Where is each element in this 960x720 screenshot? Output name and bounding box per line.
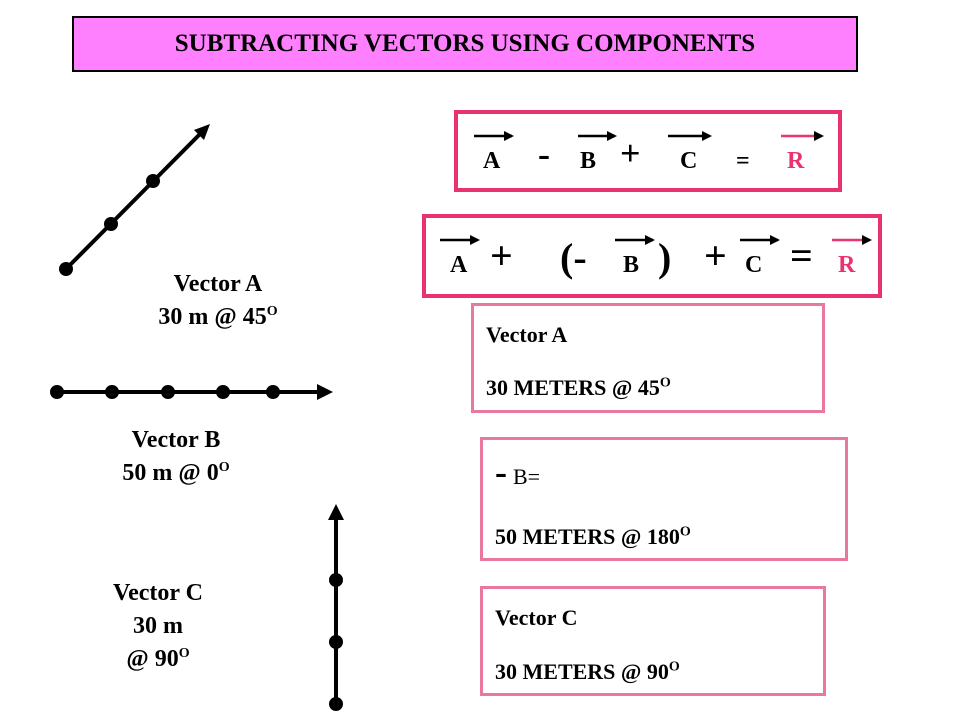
vector-c-dot <box>329 635 343 649</box>
info-b-title: -B= <box>495 452 541 492</box>
eq2-symbol-r: R <box>838 252 856 278</box>
vector-a-arrow <box>59 124 210 276</box>
vector-c-label: Vector C 30 m @ 90O <box>72 577 244 676</box>
vector-c-dot <box>329 697 343 711</box>
vector-c-angle: @ 90O <box>126 646 190 672</box>
vector-b-dot <box>50 385 64 399</box>
vector-c-magnitude: 30 m <box>133 613 183 639</box>
eq1-symbol-r: R <box>787 148 805 174</box>
vector-b-label: Vector B 50 m @ 0O <box>76 424 276 490</box>
vector-c-dot <box>329 573 343 587</box>
degree-mark: O <box>659 375 671 391</box>
eq2-symbol-c: C <box>745 252 763 278</box>
vector-c-arrowhead <box>328 504 344 520</box>
vector-b-dot <box>105 385 119 399</box>
vector-a-name: Vector A <box>173 271 263 297</box>
vector-c-arrow <box>328 504 344 711</box>
degree-mark: O <box>668 659 680 675</box>
vector-a-dot <box>59 262 73 276</box>
info-box-vector-c: Vector C 30 METERS @ 90O <box>480 586 826 696</box>
info-b-minus: - <box>495 452 507 492</box>
vector-c-name: Vector C <box>113 580 203 606</box>
info-c-title: Vector C <box>495 605 578 630</box>
eq1-minus: - <box>538 134 550 174</box>
equation-2-box <box>422 214 882 298</box>
info-b-value: 50 METERS @ 180O <box>495 524 691 549</box>
vector-b-dot <box>266 385 280 399</box>
eq2-plus: + <box>704 233 727 278</box>
degree-mark: O <box>266 304 278 319</box>
vector-a-arrowhead <box>194 124 210 140</box>
eq2-close-paren: ) <box>658 235 672 280</box>
info-a-value: 30 METERS @ 45O <box>486 375 671 400</box>
vector-b-dot <box>161 385 175 399</box>
page-title-text: SUBTRACTING VECTORS USING COMPONENTS <box>174 30 756 57</box>
info-c-value: 30 METERS @ 90O <box>495 659 680 684</box>
info-a-title: Vector A <box>486 322 568 347</box>
eq2-symbol-a: A <box>450 252 468 278</box>
vector-a-label: Vector A 30 m @ 45O <box>118 268 318 334</box>
eq2-open-paren: (- <box>560 235 587 280</box>
vector-b-arrowhead <box>317 384 333 400</box>
degree-mark: O <box>679 524 691 540</box>
vector-b-arrow <box>50 384 333 400</box>
eq1-symbol-a: A <box>483 148 501 174</box>
eq2-equals: = <box>790 233 813 278</box>
page-title: SUBTRACTING VECTORS USING COMPONENTS <box>72 16 858 72</box>
equation-1-box <box>454 110 842 192</box>
vector-b-name: Vector B <box>131 427 221 453</box>
eq1-symbol-c: C <box>680 148 698 174</box>
eq1-equals: = <box>736 148 750 174</box>
vector-b-dot <box>216 385 230 399</box>
info-box-vector-b: -B= 50 METERS @ 180O <box>480 437 848 561</box>
eq1-plus: + <box>620 133 641 173</box>
degree-mark: O <box>218 460 230 475</box>
eq2-symbol-b: B <box>623 252 640 278</box>
degree-mark: O <box>178 646 190 661</box>
vector-b-magnitude: 50 m @ 0O <box>122 460 230 486</box>
vector-a-dot <box>146 174 160 188</box>
vector-a-dot <box>104 217 118 231</box>
eq2-plus: + <box>490 233 513 278</box>
info-box-vector-a: Vector A 30 METERS @ 45O <box>471 303 825 413</box>
eq1-symbol-b: B <box>580 148 597 174</box>
vector-a-magnitude: 30 m @ 45O <box>158 304 278 330</box>
